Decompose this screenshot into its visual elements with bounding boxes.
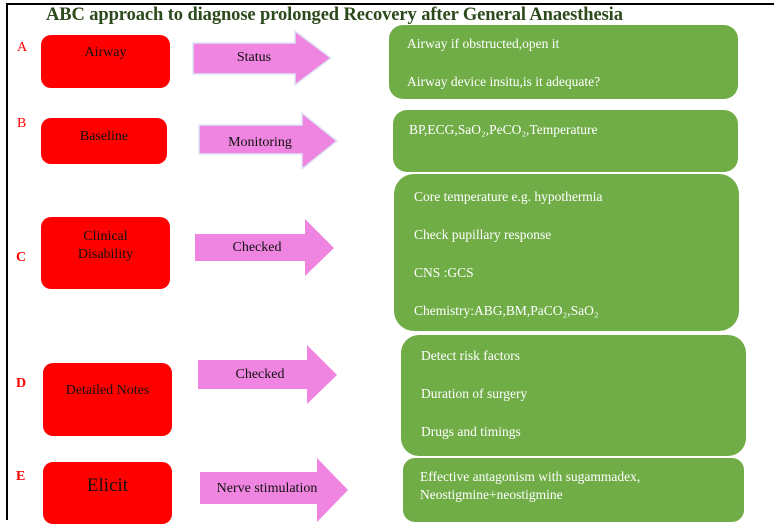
detail-item: Core temperature e.g. hypothermia	[414, 189, 603, 204]
detail-item: Neostigmine+neostigmine	[420, 487, 563, 502]
row-letter-e: E	[16, 469, 26, 484]
row-letter-b: B	[17, 116, 27, 131]
category-box-detailed-notes: Detailed Notes	[43, 363, 172, 436]
category-label: Airway	[84, 45, 127, 60]
frame-left-border	[6, 3, 8, 520]
detail-item: Detect risk factors	[421, 348, 520, 363]
detail-box-clinical-disability: Core temperature e.g. hypothermia Check …	[394, 174, 739, 331]
detail-box-detailed-notes: Detect risk factors Duration of surgery …	[401, 335, 746, 456]
arrow-label: Status	[236, 50, 272, 65]
detail-item: Check pupillary response	[414, 227, 552, 242]
detail-box-elicit: Effective antagonism with sugammadex, Ne…	[403, 458, 744, 522]
arrow-shape	[195, 219, 334, 276]
category-label: Elicit	[86, 475, 129, 496]
arrow-nerve-stimulation: Nerve stimulation	[200, 458, 350, 522]
detail-item: Duration of surgery	[421, 386, 528, 401]
arrow-shape	[198, 111, 339, 171]
arrow-shape	[192, 29, 333, 87]
detail-item: Airway device insitu,is it adequate?	[407, 74, 601, 89]
category-box-clinical-disability: Clinical Disability	[41, 217, 170, 289]
arrow-label: Monitoring	[228, 135, 292, 150]
arrow-label: Checked	[232, 240, 282, 255]
arrow-shape	[198, 345, 337, 404]
arrow-checked-c: Checked	[195, 219, 335, 277]
arrow-monitoring: Monitoring	[198, 111, 339, 171]
detail-item: Chemistry:ABG,BM,PaCO₂,SaO₂	[414, 303, 599, 318]
detail-item: CNS :GCS	[414, 265, 474, 280]
category-label-line: Disability	[77, 246, 134, 262]
detail-item: BP,ECG,SaO₂,PeCO₂,Temperature	[409, 122, 597, 138]
arrow-status: Status	[192, 29, 333, 87]
category-label-line: Clinical	[83, 229, 128, 244]
detail-box-airway: Airway if obstructed,open it Airway devi…	[389, 25, 738, 99]
diagram-title: ABC approach to diagnose prolonged Recov…	[46, 5, 623, 25]
row-letter-c: C	[16, 250, 27, 265]
category-label: Baseline	[79, 129, 129, 144]
category-label: Detailed Notes	[65, 383, 150, 398]
row-letter-a: A	[17, 40, 28, 55]
category-box-elicit: Elicit	[43, 462, 172, 524]
row-letter-d: D	[16, 376, 27, 391]
arrow-label: Nerve stimulation	[216, 481, 318, 496]
detail-text: BP,ECG,SaO₂,PeCO₂,Temperature	[409, 122, 598, 137]
detail-item: Drugs and timings	[421, 424, 521, 439]
detail-item: Airway if obstructed,open it	[407, 36, 560, 51]
arrow-label: Checked	[235, 367, 285, 382]
category-box-baseline: Baseline	[41, 118, 167, 164]
arrow-shape	[200, 458, 348, 522]
category-box-airway: Airway	[41, 35, 170, 88]
frame-top-border	[6, 3, 774, 5]
arrow-checked-d: Checked	[198, 345, 338, 405]
detail-item: Effective antagonism with sugammadex,	[420, 469, 641, 484]
detail-box-baseline: BP,ECG,SaO₂,PeCO₂,Temperature	[393, 110, 738, 172]
